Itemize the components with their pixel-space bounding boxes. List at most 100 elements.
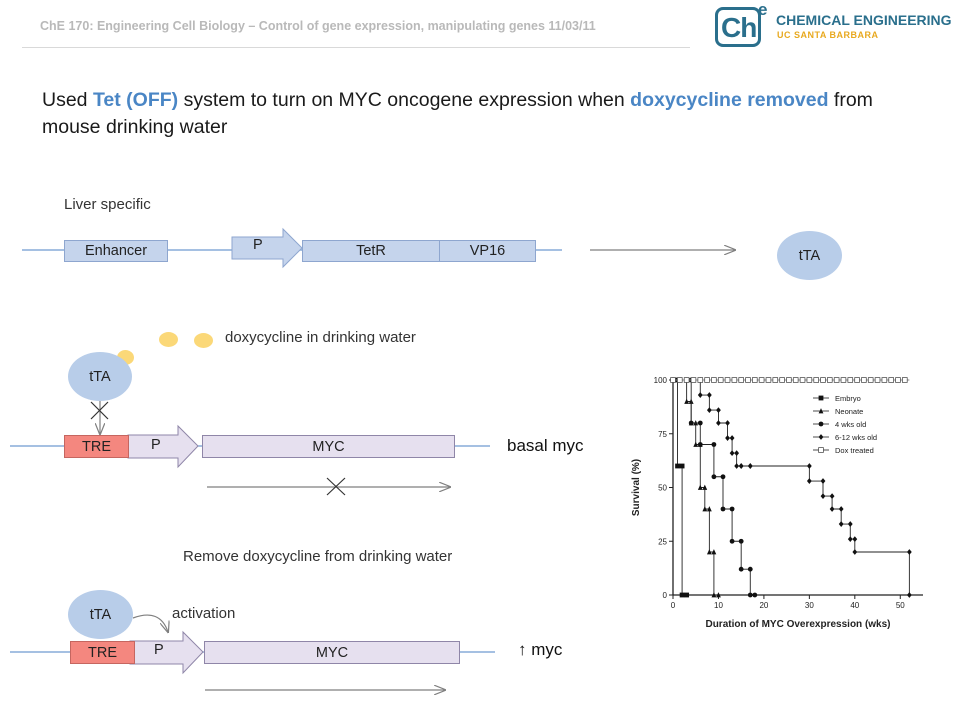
series-point-3: [852, 536, 858, 542]
series-point-3: [747, 463, 753, 469]
series-point-2: [711, 474, 717, 480]
legend-label: Dox treated: [835, 446, 874, 455]
y-tick-label: 100: [654, 376, 668, 385]
series-point-1: [706, 549, 712, 555]
series-point-4: [902, 377, 908, 383]
series-point-2: [697, 442, 703, 447]
logo-dept-name: CHEMICAL ENGINEERING: [776, 12, 952, 28]
x-tick-label: 50: [896, 601, 905, 610]
series-point-3: [906, 592, 912, 598]
series-point-4: [854, 377, 860, 383]
activation-label: activation: [172, 605, 236, 622]
series-point-3: [729, 450, 735, 456]
construct3-promoter-label: P: [154, 642, 164, 658]
series-point-4: [677, 377, 683, 383]
series-point-4: [772, 377, 779, 383]
remove-dox-caption: Remove doxycycline from drinking water: [183, 548, 453, 565]
title-text-1: Used: [42, 89, 93, 111]
series-point-4: [724, 377, 731, 383]
construct1-promoter-label: P: [253, 237, 263, 253]
series-point-0: [675, 463, 680, 469]
series-point-2: [697, 420, 703, 426]
liver-specific-label: Liver specific: [64, 196, 151, 213]
series-point-3: [729, 435, 735, 441]
legend-label: Embryo: [835, 394, 861, 403]
series-point-1: [706, 506, 712, 512]
series-point-1: [716, 592, 721, 598]
series-point-4: [861, 377, 867, 383]
construct2-promoter-label: P: [151, 437, 161, 453]
series-point-4: [786, 377, 792, 383]
series-point-3: [734, 450, 740, 456]
legend-marker: [818, 395, 824, 401]
series-point-3: [906, 549, 912, 555]
series-point-3: [838, 506, 844, 512]
series-point-1: [684, 398, 690, 404]
logo-university: UC SANTA BARBARA: [777, 30, 879, 40]
tta-product-ellipse: tTA: [777, 231, 842, 280]
series-point-4: [717, 377, 724, 383]
series-point-4: [704, 377, 710, 383]
series-point-3: [725, 435, 730, 441]
series-point-1: [702, 506, 708, 512]
series-point-3: [806, 478, 812, 484]
series-point-4: [799, 377, 806, 383]
series-point-2: [711, 442, 717, 447]
series-point-4: [847, 377, 854, 383]
series-point-3: [725, 420, 730, 426]
tre-box: TRE: [64, 435, 129, 458]
series-point-0: [679, 463, 685, 469]
y-tick-label: 0: [663, 591, 668, 600]
series-point-4: [697, 377, 704, 383]
series-line-1: [673, 379, 719, 596]
series-point-3: [829, 506, 835, 512]
series-point-2: [688, 420, 694, 426]
construct2-block-x-2: [90, 401, 109, 420]
up-myc-label: ↑ myc: [518, 640, 563, 659]
series-point-2: [720, 474, 726, 480]
series-point-4: [711, 377, 717, 383]
x-tick-label: 30: [805, 601, 814, 610]
doxycycline-dot: [159, 332, 178, 347]
header-divider: [22, 47, 690, 48]
series-point-1: [693, 441, 699, 447]
series-point-3: [738, 463, 744, 469]
series-point-4: [745, 377, 751, 383]
series-point-2: [738, 538, 744, 544]
title-text-2: system to turn on MYC oncogene expressio…: [178, 89, 631, 111]
series-point-4: [895, 377, 901, 383]
series-point-4: [840, 377, 847, 383]
vp16-box: VP16: [439, 240, 536, 262]
tetr-box: TetR: [302, 240, 440, 262]
legend-marker: [818, 447, 824, 453]
construct1-promoter-arrow: [231, 227, 303, 269]
series-point-1: [711, 592, 717, 598]
series-point-0: [679, 592, 685, 598]
series-point-4: [779, 377, 785, 383]
series-point-2: [738, 566, 744, 572]
series-point-3: [829, 493, 835, 499]
series-point-4: [670, 377, 676, 383]
series-point-4: [792, 377, 799, 383]
title-highlight-dox-removed: doxycycline removed: [630, 89, 829, 111]
series-point-4: [874, 377, 881, 383]
legend-label: Neonate: [835, 407, 863, 416]
series-point-4: [690, 377, 697, 383]
series-point-1: [711, 549, 717, 555]
series-point-2: [747, 566, 753, 572]
enhancer-box: Enhancer: [64, 240, 168, 262]
tta-ellipse-active: tTA: [68, 590, 133, 639]
tre-box: TRE: [70, 641, 135, 664]
series-point-4: [813, 377, 819, 383]
series-point-3: [838, 521, 844, 527]
construct2-expression-x-2: [326, 477, 346, 496]
series-point-4: [752, 377, 758, 383]
slide-title: Used Tet (OFF) system to turn on MYC onc…: [42, 87, 922, 141]
series-point-4: [888, 377, 894, 383]
tta-ellipse-blocked: tTA: [68, 352, 132, 401]
dox-caption: doxycycline in drinking water: [225, 329, 416, 346]
construct2-promoter-arrow: [127, 424, 199, 469]
x-tick-label: 20: [759, 601, 768, 610]
series-point-2: [729, 506, 735, 512]
